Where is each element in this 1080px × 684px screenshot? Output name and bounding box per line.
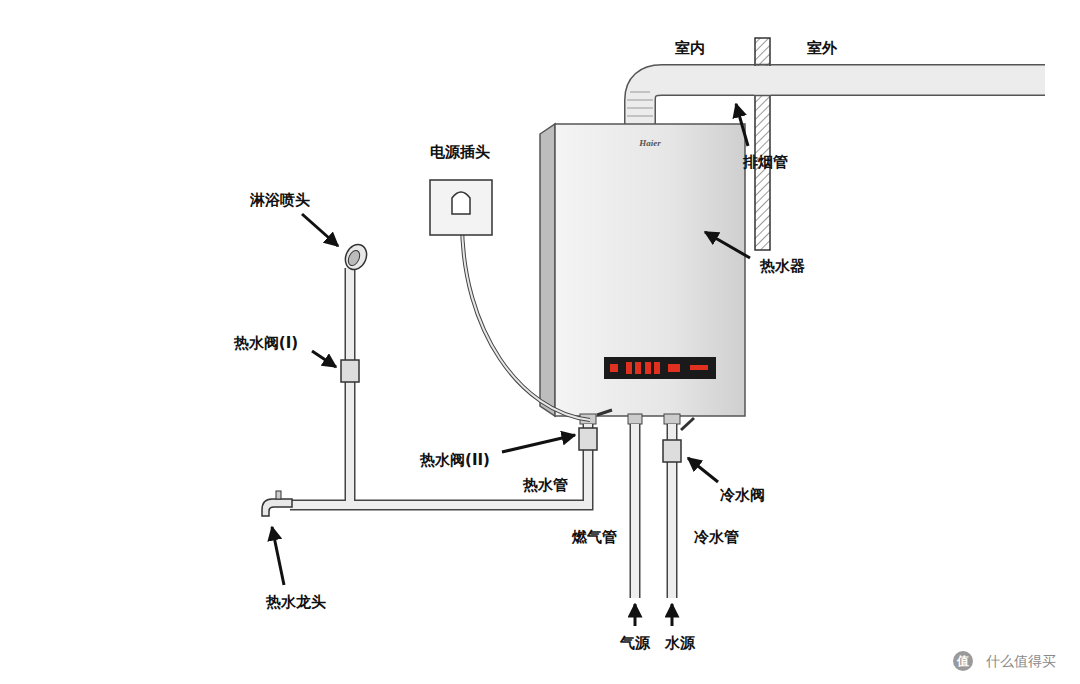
hot-valve bbox=[341, 360, 359, 382]
shower-pipe bbox=[346, 268, 354, 505]
part-label: 热水管 bbox=[523, 476, 568, 494]
display-segments bbox=[610, 362, 708, 374]
heater-side bbox=[540, 124, 555, 416]
valve-handle bbox=[597, 410, 612, 415]
hot-valve bbox=[579, 428, 597, 450]
part-label: 室外 bbox=[807, 39, 837, 57]
heater-body: Haier bbox=[555, 124, 745, 416]
part-label: 热水阀(I) bbox=[234, 334, 298, 352]
wall bbox=[755, 38, 770, 250]
wall-opening bbox=[754, 66, 771, 95]
fitting bbox=[664, 414, 680, 424]
power-cord bbox=[462, 222, 590, 420]
valve-handle bbox=[681, 418, 694, 430]
part-label: 热水阀(II) bbox=[420, 451, 490, 469]
socket bbox=[430, 180, 492, 235]
fitting bbox=[628, 414, 642, 424]
watermark: 值 bbox=[957, 654, 969, 668]
flue-pipe bbox=[640, 80, 1045, 130]
watermark: 什么值得买 bbox=[986, 653, 1056, 670]
part-label: 淋浴喷头 bbox=[250, 191, 310, 209]
cold-valve bbox=[663, 440, 681, 462]
part-label: 气源 bbox=[620, 634, 650, 652]
part-label: 热水器 bbox=[760, 257, 805, 275]
display bbox=[604, 357, 716, 379]
flue-pipe bbox=[640, 80, 1045, 130]
part-label: 冷水阀 bbox=[720, 486, 765, 504]
flue-edge bbox=[754, 64, 771, 66]
hot-water-pipe bbox=[290, 424, 588, 505]
power-cord bbox=[462, 222, 590, 420]
part-label: 燃气管 bbox=[572, 528, 617, 546]
faucet-handle bbox=[276, 491, 281, 499]
gas-pipe bbox=[631, 424, 639, 598]
part-label: 水源 bbox=[665, 634, 695, 652]
hot-water-pipe bbox=[290, 424, 588, 505]
flue-ribs bbox=[627, 92, 653, 116]
part-label: 冷水管 bbox=[694, 528, 739, 546]
plug bbox=[452, 192, 470, 214]
part-label: 排烟管 bbox=[743, 153, 788, 171]
gas-pipe bbox=[630, 424, 641, 598]
part-label: 室内 bbox=[675, 39, 705, 57]
watermark-logo bbox=[953, 651, 973, 671]
part-label: 电源插头 bbox=[430, 143, 490, 161]
faucet bbox=[262, 499, 292, 516]
brand-label: Haier bbox=[555, 138, 745, 148]
flue-edge bbox=[754, 95, 771, 97]
shower-head bbox=[346, 249, 362, 268]
heater-front bbox=[555, 124, 745, 416]
shower-head bbox=[341, 241, 370, 273]
part-label: 热水龙头 bbox=[266, 593, 326, 611]
leader-arrows bbox=[272, 104, 750, 626]
